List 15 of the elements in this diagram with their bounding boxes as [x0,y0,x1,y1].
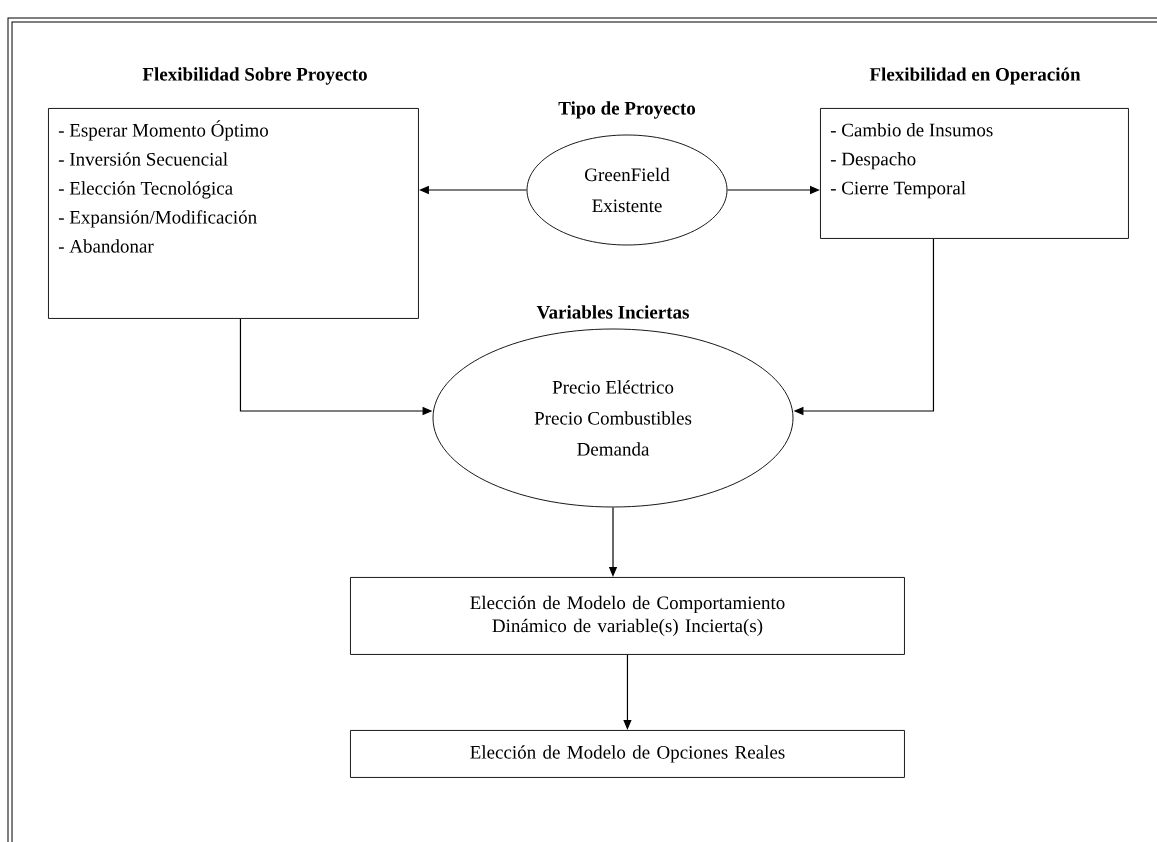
node-label: - Inversión Secuencial [58,152,228,166]
node-heading: Variables Inciertas [536,305,689,319]
node-heading: Flexibilidad Sobre Proyecto [142,67,367,85]
ellipse-node: Precio Eléctrico Precio Combustibles Demanda [432,328,794,508]
list-box: - Esperar Momento Óptimo - Inversión Secuencial - Elección Tecnológica - Expansión/Modificación - Abandonar [48,108,419,319]
process-box: Elección de Modelo de Opciones Reales [350,730,905,778]
process-box: Elección de Modelo de Comportamiento Dinámico de variable(s) Incierta(s) [350,577,905,655]
ellipse-node: GreenField Existente [526,134,728,246]
node-heading: Flexibilidad en Operación [869,67,1081,85]
list-box: - Cambio de Insumos - Despacho - Cierre Temporal [820,108,1129,239]
node-label: - Esperar Momento Óptimo [58,120,269,141]
node-heading: Tipo de Proyecto [558,101,696,119]
node-label: - Elección Tecnológica [58,181,233,199]
node-label: - Expansión/Modificación [58,210,257,228]
node-label: - Abandonar [58,239,154,253]
